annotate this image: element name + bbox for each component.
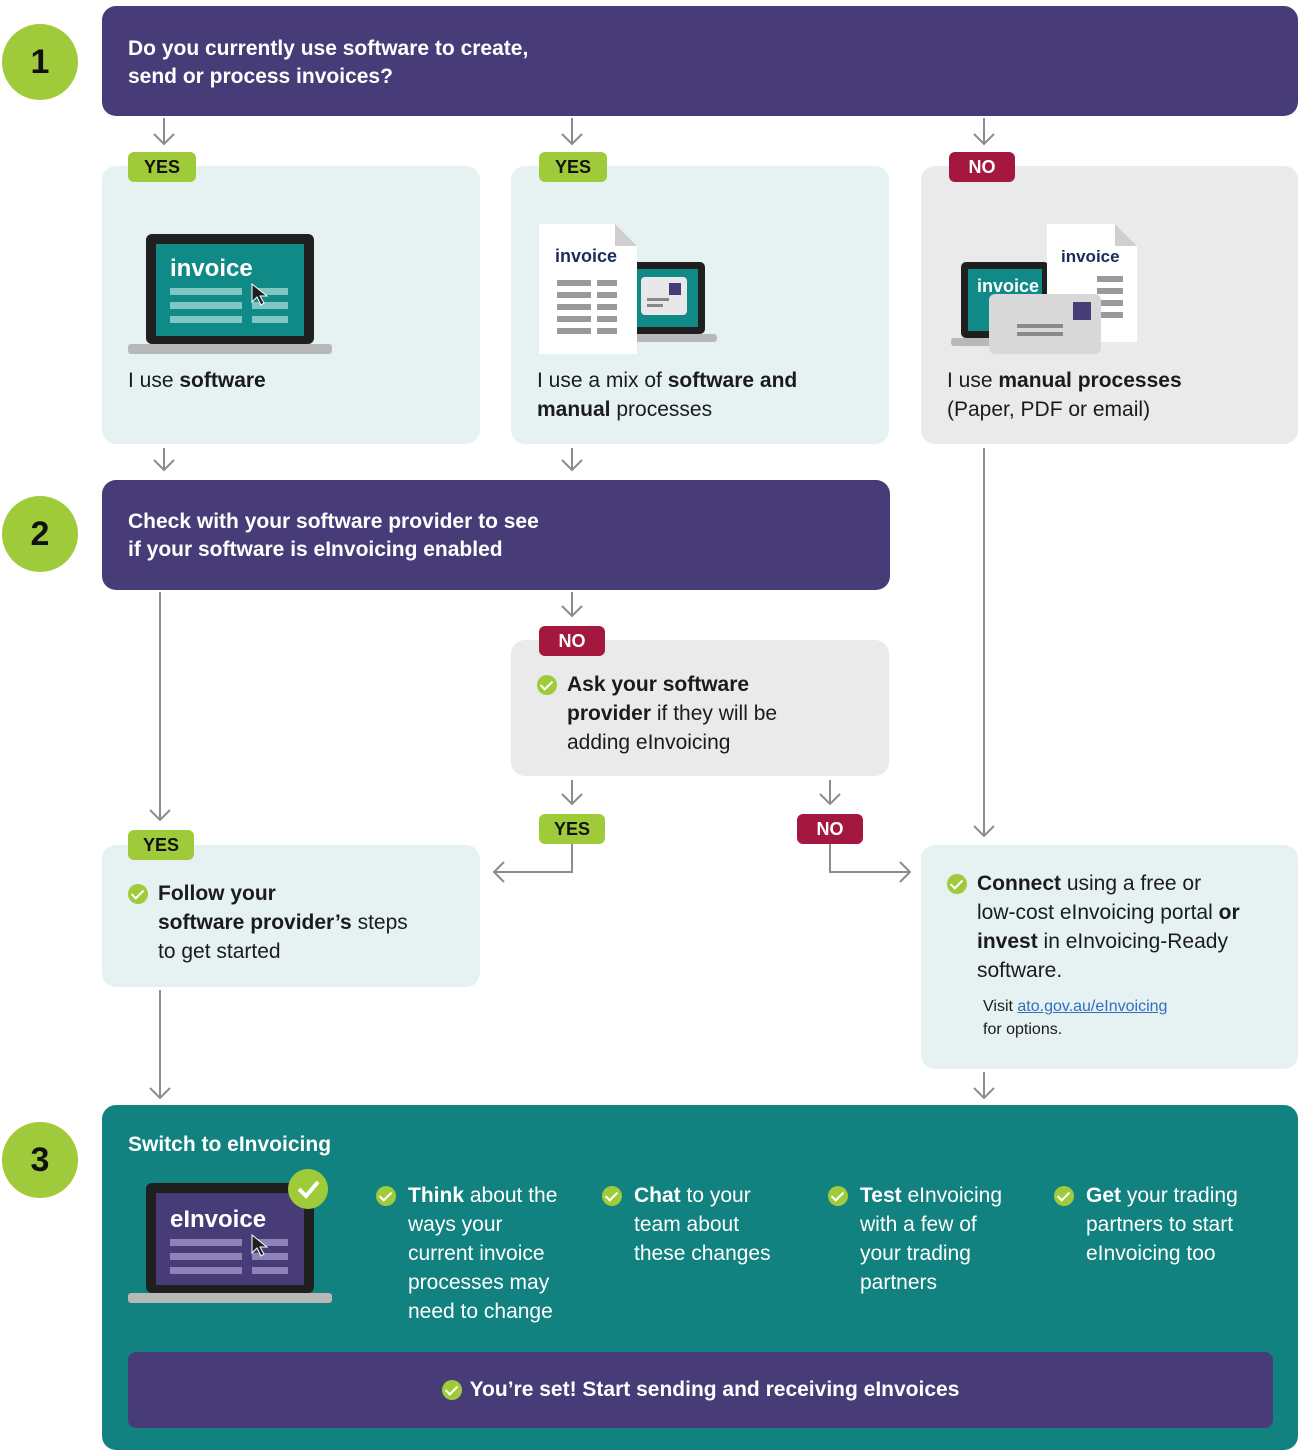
option-manual-text: I use manual processes (Paper, PDF or em…: [947, 369, 1182, 421]
check-provider-line-1: Check with your software provider to see: [128, 510, 539, 533]
visit-note: Visit ato.gov.au/eInvoicing for options.: [983, 998, 1168, 1038]
check-provider-box: Check with your software provider to see…: [102, 480, 890, 590]
no-badge: NO: [797, 814, 863, 844]
tip-test: Test eInvoicing with a few of your tradi…: [828, 1181, 1018, 1297]
check-icon: [537, 675, 557, 695]
laptop-invoice-icon: invoice: [128, 234, 332, 354]
final-banner-text: You’re set! Start sending and receiving …: [469, 1378, 960, 1401]
invoice-word: invoice: [1061, 247, 1120, 266]
switch-title: Switch to eInvoicing: [128, 1133, 332, 1156]
ask-provider-text: Ask your software provider if they will …: [567, 673, 778, 754]
step-number-3: 3: [2, 1122, 78, 1198]
tip-get: Get your trading partners to start eInvo…: [1054, 1181, 1264, 1268]
paper-laptop-envelope-icon: invoice invoice: [951, 224, 1137, 354]
connect-card: Connect using a free or low-cost eInvoic…: [921, 845, 1298, 1069]
check-icon: [128, 884, 148, 904]
einvoice-word: eInvoice: [170, 1206, 266, 1233]
no-badge: NO: [539, 626, 605, 656]
option-software-card: invoice I use software: [102, 166, 480, 444]
check-icon: [1054, 1186, 1074, 1206]
invoice-document-laptop-icon: invoice: [539, 224, 717, 354]
check-icon: [828, 1186, 848, 1206]
invoice-word: invoice: [977, 276, 1039, 296]
invoice-word: invoice: [555, 246, 617, 266]
option-mix-text: I use a mix of software and manual proce…: [537, 369, 798, 421]
option-software-text: I use software: [128, 369, 266, 392]
yes-badge: YES: [539, 814, 605, 844]
check-icon: [441, 1380, 462, 1400]
option-mix-card: invoice I use a mix of software and manu…: [511, 166, 889, 444]
check-icon: [947, 874, 967, 894]
question-line-2: send or process invoices?: [128, 65, 393, 88]
invoice-word: invoice: [170, 255, 253, 282]
question-box: Do you currently use software to create,…: [102, 6, 1298, 116]
ato-einvoicing-link[interactable]: ato.gov.au/eInvoicing: [1017, 998, 1168, 1015]
follow-provider-card: Follow your software provider’s steps to…: [102, 845, 480, 987]
check-provider-line-2: if your software is eInvoicing enabled: [128, 538, 503, 561]
connect-text: Connect using a free or low-cost eInvoic…: [977, 872, 1240, 982]
final-banner: You’re set! Start sending and receiving …: [128, 1352, 1273, 1428]
tip-think: Think about the ways your current invoic…: [376, 1181, 572, 1326]
step-number-1: 1: [2, 24, 78, 100]
option-manual-card: invoice invoice I use manual processes (…: [921, 166, 1298, 444]
tip-chat: Chat to your team about these changes: [602, 1181, 792, 1268]
check-icon: [376, 1186, 396, 1206]
ask-provider-card: Ask your software provider if they will …: [511, 640, 889, 776]
question-line-1: Do you currently use software to create,: [128, 37, 529, 60]
laptop-einvoice-icon: eInvoice: [128, 1169, 332, 1303]
yes-badge: YES: [128, 830, 194, 860]
step-number-2: 2: [2, 496, 78, 572]
follow-provider-text: Follow your software provider’s steps to…: [158, 882, 408, 963]
no-badge: NO: [949, 152, 1015, 182]
switch-panel: Switch to eInvoicing eInvoice Think abou…: [102, 1105, 1298, 1450]
yes-badge: YES: [539, 152, 607, 182]
yes-badge: YES: [128, 152, 196, 182]
check-icon: [602, 1186, 622, 1206]
